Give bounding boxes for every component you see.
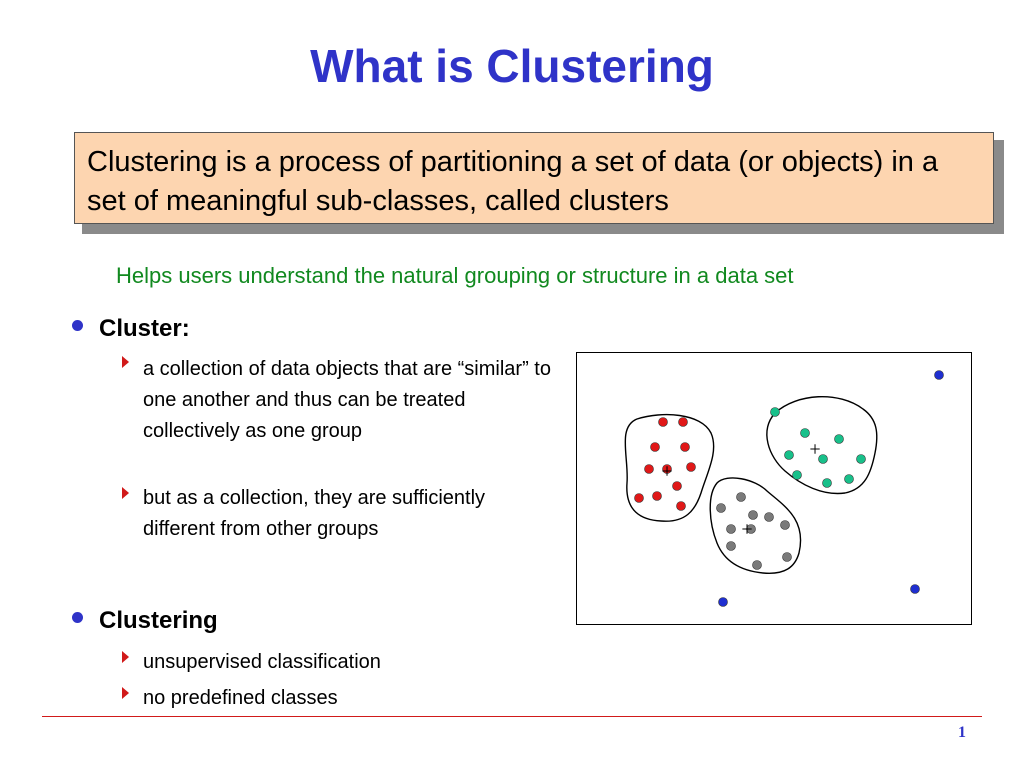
red-cluster-point	[680, 442, 690, 452]
outlier-point	[910, 584, 920, 594]
red-cluster-point	[634, 493, 644, 503]
red-cluster-point	[658, 417, 668, 427]
page-number: 1	[958, 724, 966, 741]
subtitle-text: Helps users understand the natural group…	[116, 263, 794, 288]
red-cluster-point	[672, 481, 682, 491]
cluster-illustration: + + +	[576, 352, 972, 625]
cluster-item-2: but as a collection, they are sufficient…	[143, 487, 486, 540]
cluster-item-1: a collection of data objects that are “s…	[143, 358, 551, 442]
red-cluster-point	[686, 462, 696, 472]
bullet-dot-icon	[72, 612, 83, 623]
sub-bullet-arrow-icon	[122, 687, 129, 699]
bullet-clustering-label: Clustering	[99, 607, 218, 634]
clustering-item-1: unsupervised classification	[143, 651, 381, 673]
teal-cluster-point	[822, 478, 832, 488]
clustering-item-2: no predefined classes	[143, 687, 338, 709]
sub-bullet-arrow-icon	[122, 356, 129, 368]
centroid-marker: +	[741, 519, 752, 541]
bullet-dot-icon	[72, 320, 83, 331]
gray-cluster-point	[748, 510, 758, 520]
cluster-outline-teal	[766, 395, 878, 495]
gray-cluster-point	[746, 524, 756, 534]
red-cluster-point	[650, 442, 660, 452]
teal-cluster-point	[844, 474, 854, 484]
red-cluster-point	[662, 464, 672, 474]
sub-bullet-arrow-icon	[122, 487, 129, 499]
gray-cluster-point	[782, 552, 792, 562]
bullet-cluster-label: Cluster:	[99, 315, 190, 342]
teal-cluster-point	[800, 428, 810, 438]
teal-cluster-point	[818, 454, 828, 464]
red-cluster-point	[644, 464, 654, 474]
footer-divider	[42, 716, 982, 717]
gray-cluster-point	[764, 512, 774, 522]
red-cluster-point	[652, 491, 662, 501]
cluster-diagram: + + +	[624, 370, 944, 607]
gray-cluster-point	[726, 524, 736, 534]
red-cluster-point	[678, 417, 688, 427]
outlier-point	[934, 370, 944, 380]
teal-cluster-point	[834, 434, 844, 444]
outlier-point	[718, 597, 728, 607]
gray-cluster-point	[726, 541, 736, 551]
definition-box: Clustering is a process of partitioning …	[74, 132, 994, 224]
gray-cluster-point	[736, 492, 746, 502]
teal-cluster-point	[770, 407, 780, 417]
gray-cluster-point	[716, 503, 726, 513]
cluster-outline-gray	[709, 477, 802, 574]
teal-cluster-point	[792, 470, 802, 480]
gray-cluster-point	[780, 520, 790, 530]
slide-title: What is Clustering	[310, 40, 714, 92]
centroid-marker: +	[809, 439, 820, 461]
gray-cluster-point	[752, 560, 762, 570]
teal-cluster-point	[856, 454, 866, 464]
teal-cluster-point	[784, 450, 794, 460]
cluster-outline-red	[624, 414, 715, 522]
red-cluster-point	[676, 501, 686, 511]
centroid-marker: +	[661, 461, 672, 483]
sub-bullet-arrow-icon	[122, 651, 129, 663]
